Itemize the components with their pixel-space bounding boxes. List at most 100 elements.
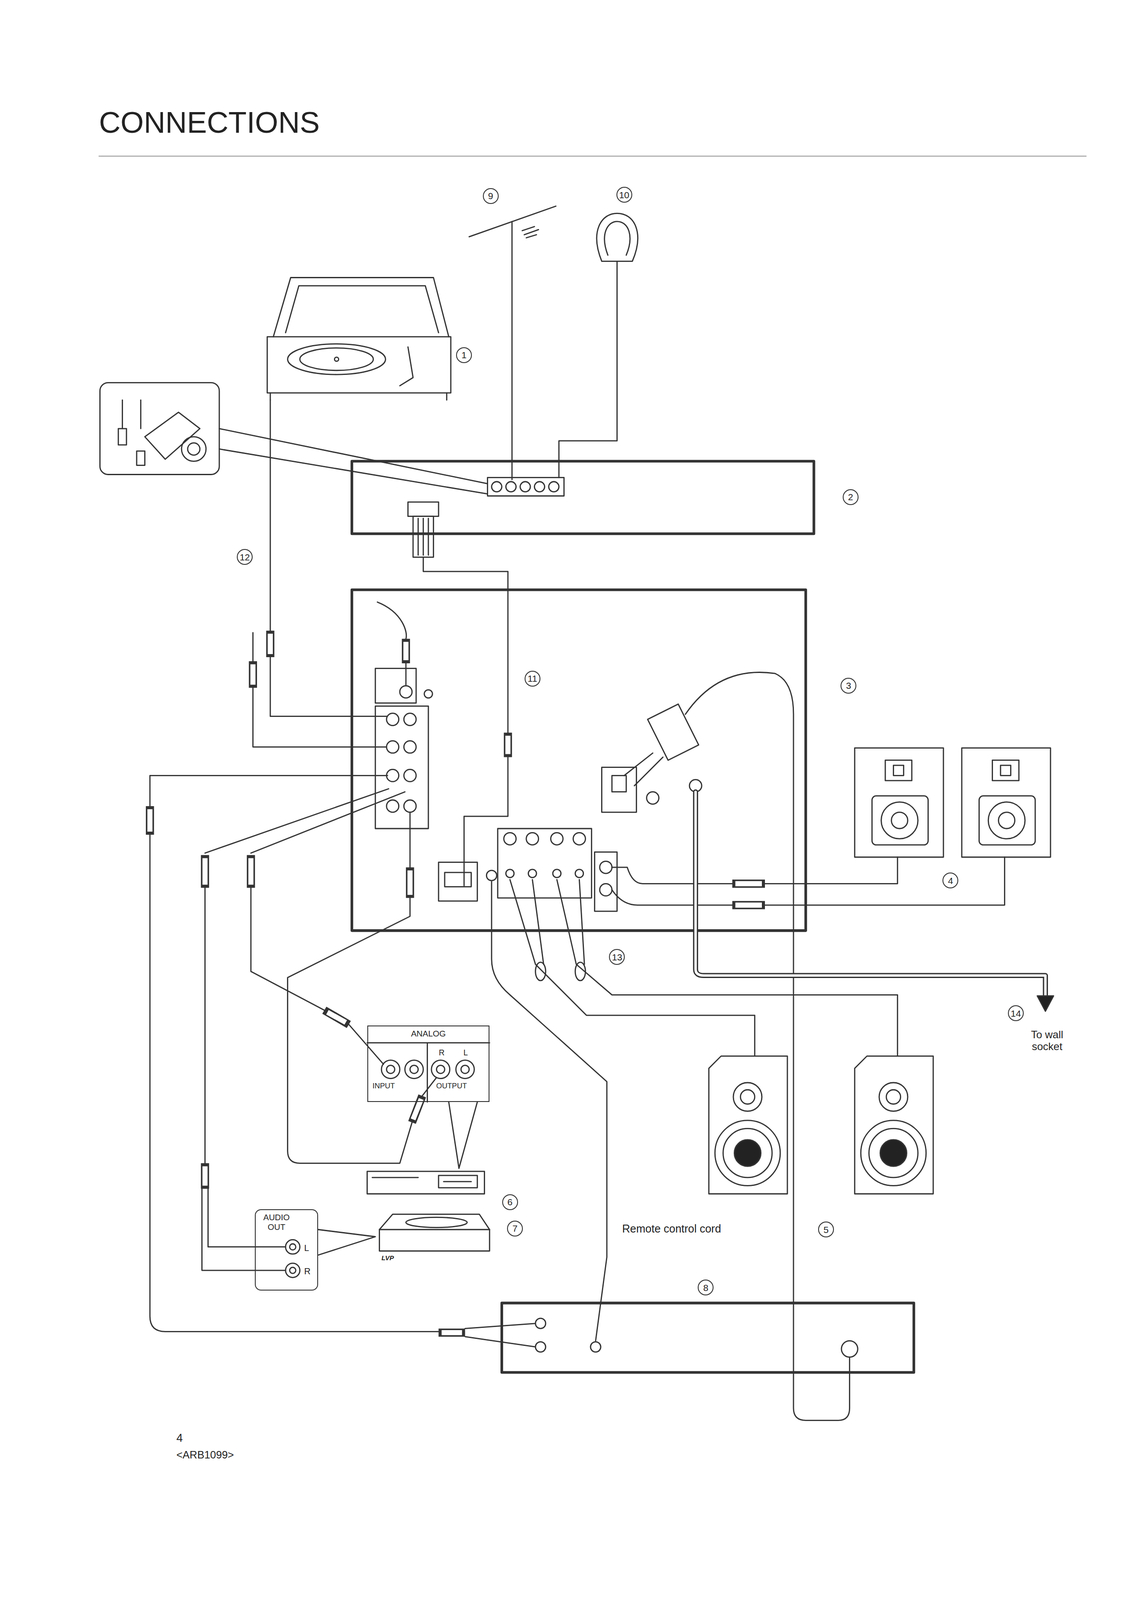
antenna-adaptor-inset: [118, 428, 127, 445]
main-speakers: [854, 1055, 934, 1194]
amplifier-unit: [599, 860, 613, 874]
ld-cables: [204, 887, 206, 1164]
analog-panel-jacks: [436, 1065, 446, 1074]
jack-label: OUTPUT: [436, 1081, 468, 1091]
tuner-unit: [408, 501, 439, 516]
tuner-unit: [413, 516, 434, 558]
amplifier-unit: [424, 689, 433, 698]
main-speakers: [723, 1127, 772, 1177]
outlet-plug-cord: [647, 703, 699, 761]
cd-cables: [409, 811, 411, 867]
amplifier-unit: [386, 740, 399, 753]
cd-player: [367, 1170, 485, 1194]
turntable: [267, 277, 451, 401]
antenna-adaptor-inset: [121, 399, 124, 429]
audio-out-jacks: [289, 1243, 296, 1250]
ld-player: [405, 1216, 468, 1227]
callout-number: 13: [608, 948, 625, 965]
callout-number: 8: [697, 1279, 714, 1295]
tuner-unit: [487, 477, 565, 496]
phono-cables: [250, 663, 256, 685]
speaker-cords: [535, 961, 546, 981]
analog-panel-jacks: [367, 1042, 490, 1102]
antenna-adaptor-inset: [144, 412, 200, 460]
phono-cables: [405, 663, 407, 686]
remote-control-cord: [491, 881, 607, 1341]
title-rule: [98, 155, 1087, 157]
tuner-unit: [505, 481, 516, 492]
system-cable: [423, 557, 508, 886]
turntable: [267, 336, 451, 393]
small-speaker-cables: [732, 900, 765, 910]
small-speakers: [988, 801, 1026, 839]
cd-cables: [250, 811, 437, 1164]
turntable: [299, 347, 374, 371]
callout-number: 14: [1007, 1004, 1024, 1021]
timer-cable: [438, 1327, 465, 1337]
cd-cables: [405, 866, 415, 898]
jack-label: L: [304, 1242, 309, 1253]
turntable: [287, 343, 386, 375]
turntable: [285, 285, 439, 333]
callout-number: 4: [942, 872, 959, 888]
label-text: 4: [176, 1431, 183, 1445]
amplifier-unit: [503, 832, 517, 845]
amplifier-unit: [403, 799, 417, 812]
small-speaker-cables: [612, 856, 1005, 905]
power-cord: [1037, 995, 1054, 1012]
outlet-plug-cord: [624, 672, 850, 1421]
audio-out-jacks: [285, 1262, 300, 1277]
ld-cables: [246, 854, 256, 888]
small-speakers: [885, 759, 912, 780]
ld-cables: [200, 1162, 210, 1189]
amplifier-unit: [612, 775, 627, 792]
title-rule: [98, 155, 1087, 157]
timer-cable: [149, 834, 439, 1331]
phono-cables: [253, 399, 407, 747]
turntable: [334, 357, 339, 362]
tuner-unit: [427, 518, 430, 555]
main-speakers: [708, 1055, 788, 1194]
amplifier-unit: [601, 767, 637, 812]
callout-number: 9: [482, 188, 499, 204]
amplifier-unit: [552, 869, 562, 878]
amplifier-unit: [403, 768, 417, 782]
analog-panel-jacks: [448, 1101, 478, 1168]
amplifier-unit: [403, 713, 417, 726]
cd-cables: [324, 1009, 349, 1024]
amplifier-unit: [599, 883, 613, 896]
antenna-adaptor-inset: [99, 382, 220, 475]
analog-panel-jacks: [460, 1065, 470, 1074]
system-cable: [423, 557, 508, 733]
page-title: CONNECTIONS: [98, 105, 320, 140]
main-speakers: [733, 1082, 762, 1111]
remote-control-cord: [491, 881, 607, 1341]
fm-antenna: [511, 221, 513, 480]
jack-label: R: [438, 1047, 445, 1058]
phono-cables: [267, 633, 273, 654]
speaker-cords: [510, 879, 898, 1056]
main-speakers: [869, 1127, 918, 1177]
tuner-unit: [520, 481, 531, 492]
cd-player: [372, 1176, 418, 1178]
audio-out-jacks: [285, 1228, 376, 1277]
analog-panel-jacks: [409, 1065, 419, 1074]
amplifier-unit: [573, 832, 586, 845]
small-speakers: [992, 759, 1019, 780]
speaker-cords: [575, 961, 586, 981]
am-loop-antenna: [596, 213, 638, 261]
cd-player: [438, 1174, 478, 1188]
main-speakers: [740, 1089, 755, 1104]
main-speakers: [714, 1119, 781, 1186]
analog-panel-jacks: [456, 1059, 475, 1079]
phono-cables: [377, 601, 407, 639]
ld-player: [379, 1228, 490, 1230]
turntable: [399, 346, 414, 386]
amplifier-unit: [403, 740, 417, 753]
timer-unit: [501, 1302, 914, 1372]
ld-cables: [202, 788, 406, 1270]
tuner-unit: [534, 481, 545, 492]
amplifier-unit: [438, 862, 478, 901]
main-speakers: [860, 1119, 927, 1186]
audio-out-jacks: [285, 1239, 300, 1254]
